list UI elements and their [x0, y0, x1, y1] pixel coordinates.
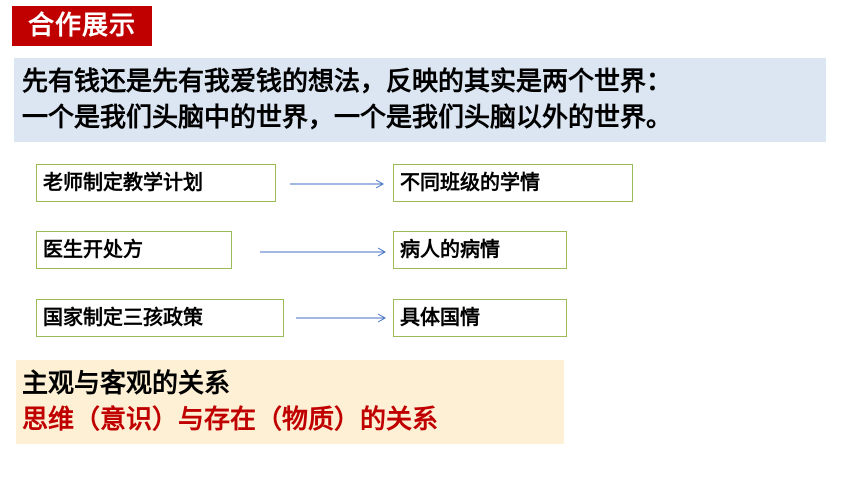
summary-box: 主观与客观的关系 思维（意识）与存在（物质）的关系 — [16, 360, 564, 444]
basis-box-class-situation: 不同班级的学情 — [393, 164, 633, 202]
cause-box-teacher: 老师制定教学计划 — [36, 164, 276, 202]
summary-line-2: 思维（意识）与存在（物质）的关系 — [22, 405, 439, 435]
intro-line-1: 先有钱还是先有我爱钱的想法，反映的其实是两个世界： — [22, 67, 673, 97]
intro-box: 先有钱还是先有我爱钱的想法，反映的其实是两个世界： 一个是我们头脑中的世界，一个… — [14, 58, 826, 142]
cause-box-country: 国家制定三孩政策 — [36, 299, 284, 337]
section-title: 合作展示 — [12, 6, 152, 46]
arrow-right-icon — [290, 179, 385, 189]
cause-box-doctor: 医生开处方 — [36, 231, 232, 269]
arrow-right-icon — [296, 313, 387, 323]
arrow-right-icon — [260, 247, 387, 257]
basis-box-patient-condition: 病人的病情 — [393, 231, 567, 269]
intro-line-2: 一个是我们头脑中的世界，一个是我们头脑以外的世界。 — [22, 103, 673, 133]
basis-box-national-condition: 具体国情 — [393, 299, 567, 337]
summary-line-1: 主观与客观的关系 — [22, 369, 231, 399]
